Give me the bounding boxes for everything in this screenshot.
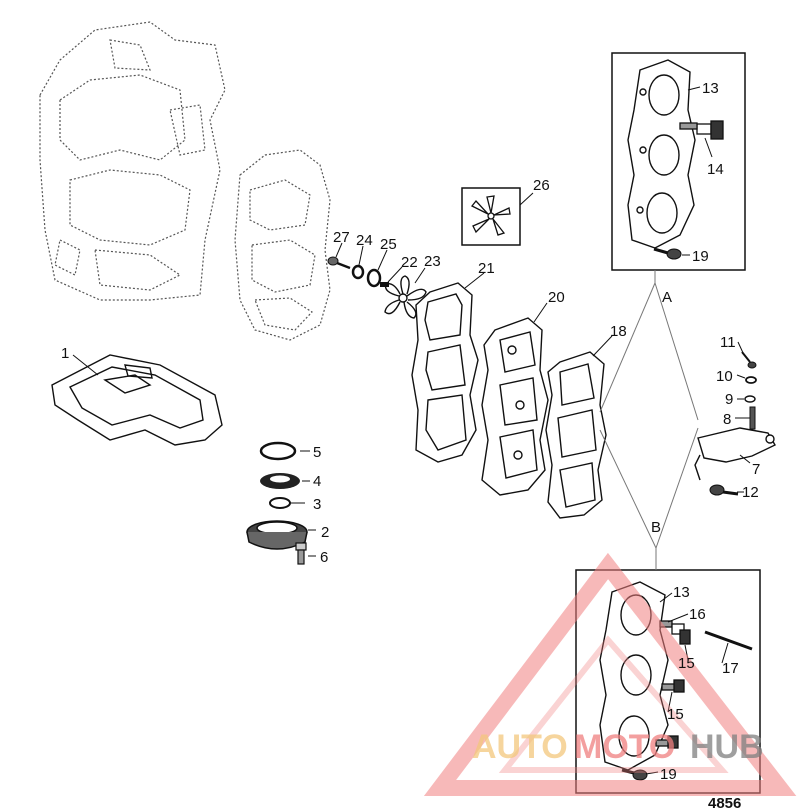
part-22-pin [380, 282, 389, 287]
callout-10: 10 [716, 368, 733, 385]
detail-connector-lines [599, 270, 699, 570]
part-21-gasket [411, 282, 479, 463]
detail-box-a [611, 52, 746, 271]
watermark-word-moto: MOTO [574, 728, 675, 766]
figure-number: 4856 [708, 795, 741, 812]
callout-26: 26 [533, 177, 550, 194]
part-25-ring [366, 268, 382, 288]
crankcase-cover-drawing [234, 149, 331, 341]
callout-19-a: 19 [692, 248, 709, 265]
callout-23: 23 [424, 253, 441, 270]
engine-block-drawing [39, 21, 226, 301]
part-15-fitting-upper [671, 623, 691, 645]
callout-15-lower: 15 [667, 706, 684, 723]
callout-8: 8 [723, 411, 731, 428]
watermark-logo [423, 552, 797, 796]
callout-labels: 1 2 3 4 5 6 7 8 9 10 11 12 13 14 15 15 1… [61, 80, 760, 812]
detail-letter-a: A [662, 289, 672, 306]
part-26-box [461, 187, 521, 246]
watermark-word-auto: AUTO [472, 728, 568, 766]
part-24-washer [351, 264, 365, 280]
callout-20: 20 [548, 289, 565, 306]
part-4-seal [260, 473, 300, 489]
part-17-rod [704, 630, 753, 651]
callout-17: 17 [722, 660, 739, 677]
part-19-bolt-a [653, 247, 682, 260]
callout-22: 22 [401, 254, 418, 271]
callout-12: 12 [742, 484, 759, 501]
watermark-text: AUTO MOTO HUB [472, 728, 764, 766]
watermark-triangle [423, 552, 797, 796]
callout-3: 3 [313, 496, 321, 513]
part-8-stud [749, 406, 756, 430]
callout-21: 21 [478, 260, 495, 277]
callout-25: 25 [380, 236, 397, 253]
callout-4: 4 [313, 473, 321, 490]
leader-lines [72, 86, 751, 775]
callout-13-a: 13 [702, 80, 719, 97]
part-15-fitting-middle [661, 679, 685, 693]
part-18-gasket [545, 351, 607, 519]
part-5-o-ring [259, 441, 297, 461]
part-3-washer [269, 497, 291, 509]
part-15-fitting-lower [655, 735, 679, 749]
callout-15-upper: 15 [678, 655, 695, 672]
callout-1: 1 [61, 345, 69, 362]
callout-16: 16 [689, 606, 706, 623]
detail-letter-b: B [651, 519, 661, 536]
callout-14: 14 [707, 161, 724, 178]
part-1-gasket [51, 354, 223, 446]
callout-5: 5 [313, 444, 321, 461]
callout-13-b: 13 [673, 584, 690, 601]
part-2-housing [246, 520, 308, 550]
part-7-bracket [694, 427, 776, 481]
part-20-plate [481, 317, 549, 496]
part-6-bolt [295, 542, 307, 565]
part-10-washer [745, 376, 757, 384]
part-23-impeller [384, 275, 427, 319]
callout-19-b: 19 [660, 766, 677, 783]
part-27-screw [327, 256, 351, 270]
callout-6: 6 [320, 549, 328, 566]
callout-11: 11 [720, 334, 736, 351]
callout-7: 7 [752, 461, 760, 478]
watermark-word-hub: HUB [690, 728, 764, 766]
part-12-bolt [709, 484, 739, 496]
part-9-washer [744, 395, 756, 403]
callout-18: 18 [610, 323, 627, 340]
callout-24: 24 [356, 232, 373, 249]
callout-9: 9 [725, 391, 733, 408]
part-19-bolt-b [621, 768, 648, 781]
part-14-fitting-a [679, 120, 724, 140]
callout-27: 27 [333, 229, 350, 246]
callout-2: 2 [321, 524, 329, 541]
